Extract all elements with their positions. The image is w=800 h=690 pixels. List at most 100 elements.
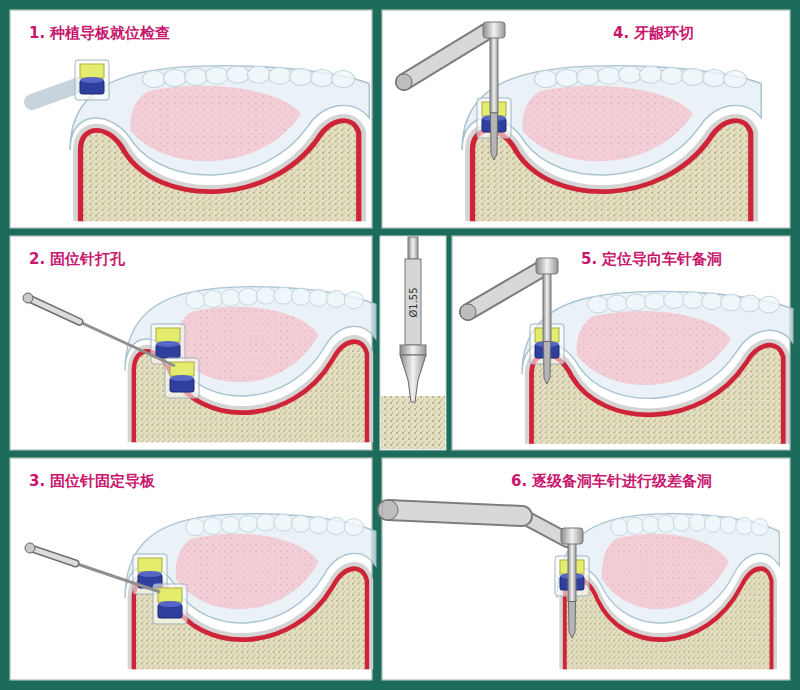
guide-tooth — [226, 66, 249, 83]
guide-tooth — [256, 514, 275, 531]
handpiece-head — [483, 22, 505, 38]
handpiece-body — [388, 510, 522, 516]
guide-tooth — [239, 288, 258, 305]
surgical-guide — [70, 66, 369, 175]
guide-tooth — [186, 519, 205, 536]
tissue-surface — [176, 534, 319, 609]
handpiece-head — [561, 528, 583, 544]
handpiece-head — [536, 258, 558, 274]
drill-cutter — [400, 355, 426, 402]
guide-tooth — [256, 287, 275, 304]
step-title: 2. 固位针打孔 — [29, 249, 125, 269]
surgical-guide — [522, 292, 793, 399]
guide-tooth — [721, 294, 742, 311]
guide-tooth — [534, 71, 557, 88]
surgical-guide — [462, 66, 761, 175]
guide-tooth — [327, 517, 346, 534]
guide-tooth — [645, 293, 666, 310]
pin-driver-body — [28, 298, 79, 322]
guide-tooth — [720, 516, 737, 533]
guide-tooth — [291, 288, 310, 305]
guide-tooth — [203, 517, 222, 534]
guide-tooth — [626, 294, 647, 311]
guide-tooth — [555, 69, 578, 86]
tissue-surface — [131, 86, 301, 161]
guide-tooth — [274, 287, 293, 304]
guide-tooth — [626, 517, 643, 534]
step-illustration — [378, 500, 779, 669]
guide-tooth — [642, 516, 659, 533]
drill-shank — [568, 542, 576, 602]
guide-tooth — [704, 515, 721, 532]
surgical-guide — [557, 514, 779, 623]
jaw-section — [462, 66, 761, 222]
handpiece-body — [404, 32, 486, 82]
sleeve-top — [156, 341, 180, 347]
surgical-guide — [125, 514, 376, 623]
guide-tooth — [681, 68, 704, 85]
handpiece-end — [378, 500, 398, 520]
step-title: 5. 定位导向车针备洞 — [581, 249, 722, 269]
guide-tooth — [702, 293, 723, 310]
guide-tooth — [740, 295, 761, 312]
guide-tooth — [639, 66, 662, 83]
guide-tooth — [309, 516, 328, 533]
guide-tooth — [247, 66, 270, 83]
drill-bit — [491, 113, 498, 160]
tissue-surface — [523, 86, 693, 161]
pin-driver — [28, 298, 79, 322]
bone-block — [381, 396, 445, 449]
handpiece — [468, 270, 540, 312]
guide-tooth — [702, 69, 725, 86]
guide-tooth — [658, 515, 675, 532]
guide-tooth — [344, 292, 363, 309]
guide-tooth — [310, 69, 333, 86]
panel-ground — [10, 10, 372, 228]
tissue-surface — [602, 534, 729, 609]
guide-tooth — [268, 67, 291, 84]
guide-tooth — [683, 292, 704, 309]
panel-ground — [382, 458, 790, 680]
guide-tooth — [186, 292, 205, 309]
guide-tooth — [759, 296, 780, 313]
drill-shank — [490, 36, 498, 113]
step-title: 3. 固位针固定导板 — [29, 471, 155, 491]
fixation-pin — [28, 298, 175, 366]
guide-tooth — [221, 516, 240, 533]
step-illustration — [396, 22, 761, 221]
pin-knob — [25, 543, 35, 553]
guide-tooth — [723, 71, 746, 88]
step-panel: 3. 固位针固定导板 — [10, 458, 372, 680]
step-illustration — [460, 258, 793, 444]
guide-tooth — [607, 295, 628, 312]
guide-tooth — [327, 290, 346, 307]
step-panel: 4. 牙龈环切 — [382, 10, 790, 228]
pin-knob — [23, 293, 33, 303]
step-title: 4. 牙龈环切 — [613, 23, 694, 43]
jaw-section — [557, 514, 779, 670]
guide-tooth — [736, 517, 753, 534]
step-panel: 2. 固位针打孔 — [10, 236, 372, 450]
fixation-pin — [30, 548, 160, 592]
sleeve-top — [80, 77, 104, 83]
guide-tooth — [184, 68, 207, 85]
handpiece — [404, 32, 486, 82]
handpiece-end — [460, 304, 476, 320]
guide-tooth — [611, 519, 628, 536]
guide-tooth — [673, 514, 690, 531]
guide-ring — [80, 64, 104, 78]
sleeve-housing — [75, 60, 109, 100]
guide-tooth — [344, 519, 363, 536]
tissue-surface — [577, 311, 731, 385]
step-illustration — [32, 60, 369, 221]
panel-ground — [382, 10, 790, 228]
guide-tooth — [597, 67, 620, 84]
guide-ring — [138, 558, 162, 572]
pin-driver — [30, 548, 76, 563]
step-panel: 5. 定位导向车针备洞 — [452, 236, 790, 450]
drill-bit — [569, 602, 576, 638]
step-panel: 6. 逐级备洞车针进行级差备洞 — [382, 458, 790, 680]
